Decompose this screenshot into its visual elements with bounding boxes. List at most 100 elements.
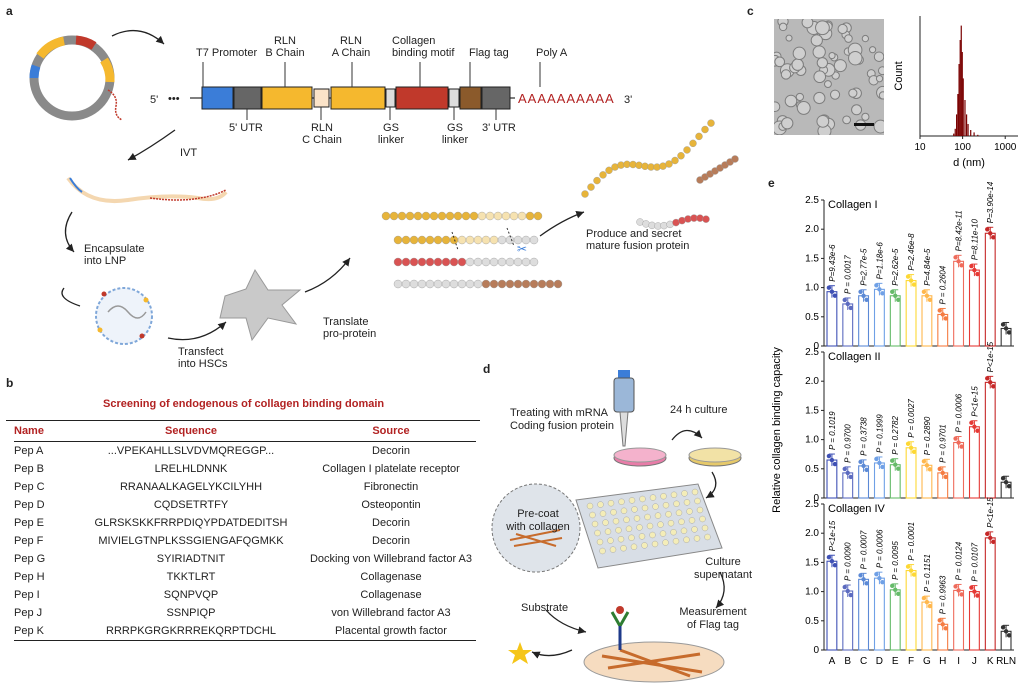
- p-value-label: P = 0.1151: [923, 554, 932, 592]
- data-point: [890, 583, 895, 589]
- histogram-bar: [970, 130, 972, 136]
- data-point: [861, 293, 866, 298]
- data-point: [842, 297, 847, 303]
- data-point: [972, 589, 977, 594]
- cell-name: Pep C: [14, 481, 45, 493]
- p-value-label: P = 0.1019: [828, 411, 837, 450]
- data-point: [845, 301, 850, 307]
- data-point: [880, 464, 885, 470]
- data-point: [940, 622, 945, 627]
- data-point: [991, 539, 996, 545]
- bar-A: [826, 291, 838, 347]
- data-point: [908, 278, 914, 283]
- p-value-label: P<1e-15: [986, 341, 995, 372]
- tem-particles-icon: [774, 19, 884, 135]
- x-tick-label: C: [860, 656, 867, 667]
- pro-protein-chain-icon: [381, 211, 563, 289]
- cell-sequence: SQNPVQP: [163, 589, 219, 601]
- label-collagen-binding-motif: Collagen binding motif: [392, 35, 455, 59]
- antibody-icon: [610, 606, 630, 650]
- bar-I: [953, 260, 965, 347]
- data-point: [905, 564, 911, 569]
- label-rln-b-chain: RLN B Chain: [265, 35, 305, 59]
- data-point: [988, 535, 993, 541]
- panel-label-e: e: [768, 176, 775, 190]
- strand-dots: •••: [168, 93, 180, 105]
- histogram-bar: [964, 100, 966, 136]
- cell-source: Collagen I platelate receptor: [322, 463, 460, 475]
- data-point: [969, 263, 974, 269]
- cell-name: Pep A: [14, 445, 44, 457]
- bar-B: [842, 590, 854, 651]
- precoat-magnified-icon: [491, 483, 581, 573]
- cell-sequence: CQDSETRTFY: [153, 499, 229, 511]
- p-value-label: P = 0.0001: [907, 522, 916, 561]
- data-point: [985, 531, 990, 537]
- label-rln-a-chain: RLN A Chain: [331, 35, 371, 59]
- data-point: [940, 470, 945, 476]
- label-translate: Translate pro-protein: [323, 316, 377, 340]
- cell-name: Pep G: [14, 553, 46, 565]
- data-point: [826, 555, 832, 560]
- data-point: [959, 592, 964, 597]
- bar-B: [842, 303, 854, 347]
- strand-3prime: 3': [624, 94, 633, 106]
- data-point: [972, 267, 977, 273]
- mrna-strand-icon: [66, 176, 228, 203]
- y-tick-label: 0: [813, 645, 819, 656]
- cell-sequence: GLRSKSKKFRRPDIQYPDATDEDITSH: [94, 517, 288, 529]
- p-value-label: P=1.18e-6: [875, 242, 884, 280]
- x-tick-label: E: [892, 656, 899, 667]
- data-point: [956, 588, 961, 593]
- data-point: [953, 584, 958, 589]
- p-value-label: P=3.90e-14: [986, 181, 995, 223]
- cell-source: Osteopontin: [361, 499, 421, 511]
- panel-label-b: b: [6, 376, 14, 390]
- x-tick-label: K: [987, 656, 994, 667]
- data-point: [877, 287, 882, 292]
- data-point: [858, 289, 863, 294]
- label-produce: Produce and secret mature fusion protein: [586, 228, 690, 252]
- p-value-label: P = 0.9701: [939, 424, 948, 463]
- p-value-label: P = 0.3738: [860, 417, 869, 456]
- bar-E: [889, 589, 901, 651]
- data-point: [1000, 322, 1006, 327]
- cell-source: Collagenase: [360, 589, 422, 601]
- data-point: [877, 460, 882, 466]
- cell-source: Placental growth factor: [335, 625, 447, 637]
- cell-name: Pep H: [14, 571, 45, 583]
- bar-J: [968, 269, 980, 347]
- subplot-title: Collagen II: [828, 351, 881, 363]
- tem-image: [774, 19, 884, 135]
- data-point: [1003, 326, 1009, 331]
- data-point: [921, 459, 927, 464]
- y-tick-label: 0.5: [805, 464, 819, 475]
- p-value-label: P=2.77e-5: [860, 248, 869, 286]
- data-point: [911, 572, 917, 577]
- x-tick-label: B: [844, 656, 851, 667]
- panel-a-graphics: ✂: [29, 29, 739, 345]
- data-point: [985, 227, 990, 232]
- p-value-label: P = 0.9700: [844, 424, 853, 463]
- data-point: [826, 453, 832, 459]
- data-point: [905, 274, 911, 279]
- data-point: [991, 384, 996, 389]
- x-tick-label: 1000: [994, 142, 1017, 153]
- data-point: [842, 584, 847, 590]
- label-substrate: Substrate: [521, 602, 569, 614]
- y-tick-label: 0.5: [805, 616, 819, 627]
- label-5-utr: 5' UTR: [229, 122, 263, 134]
- data-point: [927, 297, 933, 302]
- data-point: [956, 440, 961, 445]
- hsc-cell-icon: [219, 268, 302, 342]
- data-point: [877, 575, 882, 581]
- panel-label-d: d: [483, 362, 491, 376]
- y-tick-label: 2.5: [805, 347, 819, 358]
- p-value-label: P = 0.0090: [844, 542, 853, 581]
- y-tick-label: 2.0: [805, 528, 819, 539]
- data-point: [991, 235, 996, 240]
- data-point: [845, 470, 850, 476]
